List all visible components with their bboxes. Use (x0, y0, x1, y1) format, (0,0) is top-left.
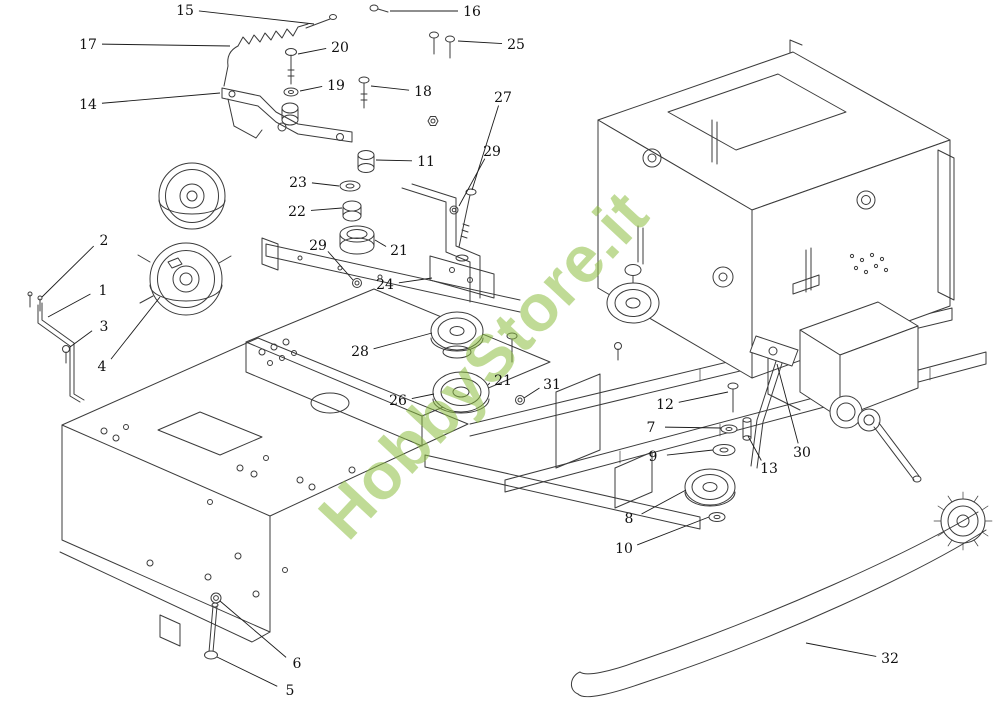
chassis-frame (59, 183, 987, 647)
callout-leader-14 (101, 92, 221, 104)
callout-leader-15 (198, 10, 315, 25)
callout-leader-22 (310, 207, 343, 211)
callout-label-4: 4 (98, 359, 107, 375)
callout-label-28: 28 (351, 344, 369, 360)
callout-leader-24 (398, 277, 433, 284)
callout-leader-6 (219, 600, 287, 658)
callout-label-32: 32 (881, 651, 899, 667)
callout-label-11: 11 (417, 154, 435, 170)
callout-leader-27 (471, 105, 500, 191)
callout-label-23: 23 (289, 175, 307, 191)
callout-leader-30 (776, 363, 799, 444)
callout-label-21: 21 (494, 373, 512, 389)
callout-leader-25 (457, 40, 503, 44)
callout-leader-19 (299, 86, 323, 92)
callout-leader-28 (373, 332, 433, 350)
callout-leader-5 (216, 656, 278, 687)
callout-leader-3 (69, 330, 93, 348)
callout-label-2: 2 (100, 233, 109, 249)
callout-leader-13 (747, 435, 762, 461)
callout-label-25: 25 (507, 37, 525, 53)
callout-leader-12 (678, 391, 729, 403)
callout-leader-10 (636, 516, 710, 546)
drive-belt-group (571, 491, 993, 698)
callout-leader-23 (311, 182, 340, 187)
callout-leader-2 (41, 245, 95, 298)
callout-label-12: 12 (656, 397, 674, 413)
callout-leader-29 (458, 158, 486, 207)
callout-leader-18 (370, 85, 410, 91)
callout-label-13: 13 (760, 461, 778, 477)
mounting-bolt (204, 592, 222, 660)
transaxle-assembly (767, 301, 922, 483)
callout-label-24: 24 (376, 277, 394, 293)
callout-leader-20 (297, 48, 327, 55)
callout-label-6: 6 (293, 656, 302, 672)
callout-leader-32 (805, 642, 877, 657)
callout-label-15: 15 (176, 3, 194, 19)
callout-label-8: 8 (625, 511, 634, 527)
callout-leader-21 (374, 239, 387, 247)
callout-label-20: 20 (331, 40, 349, 56)
center-pulley-assembly (339, 150, 525, 414)
callout-leader-26 (411, 393, 435, 399)
callout-leader-7 (664, 426, 722, 429)
callout-label-31: 31 (543, 377, 561, 393)
callout-label-22: 22 (288, 204, 306, 220)
callout-label-29: 29 (483, 144, 501, 160)
callout-leader-4 (110, 296, 161, 360)
callout-label-26: 26 (389, 393, 407, 409)
callout-label-21: 21 (390, 243, 408, 259)
clutch-assembly (27, 162, 232, 403)
callout-label-18: 18 (414, 84, 432, 100)
callout-leader-31 (523, 387, 540, 399)
callout-leader-1 (47, 293, 91, 318)
callout-label-27: 27 (494, 90, 512, 106)
callout-label-3: 3 (100, 319, 109, 335)
callout-label-17: 17 (79, 37, 97, 53)
callout-label-19: 19 (327, 78, 345, 94)
callout-leader-9 (666, 449, 714, 456)
callout-leader-29 (327, 251, 354, 281)
callout-label-9: 9 (649, 449, 658, 465)
callout-leader-21 (487, 382, 491, 386)
spring-linkage (221, 4, 455, 143)
callout-label-5: 5 (286, 683, 295, 699)
callout-label-30: 30 (793, 445, 811, 461)
callout-label-7: 7 (647, 420, 656, 436)
idler-assembly-right (684, 335, 799, 522)
callout-label-29: 29 (309, 238, 327, 254)
callout-leader-11 (375, 159, 413, 162)
callout-label-14: 14 (79, 97, 97, 113)
callout-label-10: 10 (615, 541, 633, 557)
callout-label-1: 1 (99, 283, 108, 299)
callout-leader-8 (641, 489, 687, 515)
callout-label-16: 16 (463, 4, 481, 20)
callout-leader-17 (101, 43, 231, 47)
